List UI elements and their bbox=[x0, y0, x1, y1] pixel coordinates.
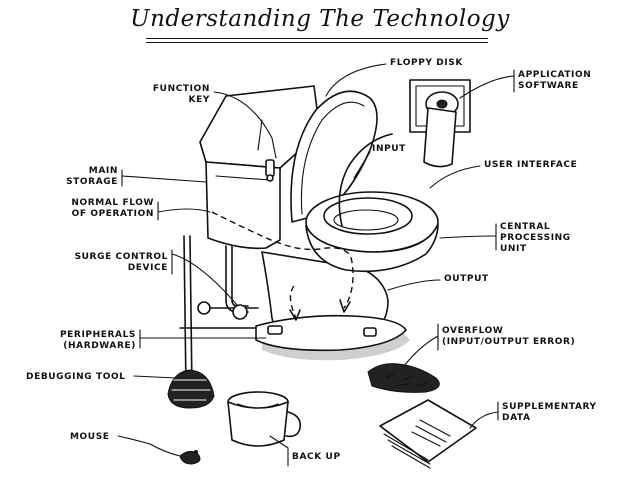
label-application-software-line2: SOFTWARE bbox=[518, 81, 579, 91]
label-function-key-line1: FUNCTION bbox=[152, 84, 210, 94]
label-overflow-line1: OVERFLOW bbox=[442, 326, 504, 336]
label-surge-control-line2: DEVICE bbox=[127, 263, 168, 273]
bolt-cap-right bbox=[363, 327, 377, 337]
seat-lid bbox=[290, 90, 378, 223]
valve-knob bbox=[232, 304, 248, 320]
label-main-storage-line2: STORAGE bbox=[66, 177, 118, 187]
label-debugging-tool: DEBUGGING TOOL bbox=[26, 372, 126, 382]
flow-path bbox=[211, 211, 354, 309]
label-cpu-line1: CENTRAL bbox=[500, 222, 551, 232]
label-surge-control-line1: SURGE CONTROL bbox=[74, 252, 168, 262]
leader-function-key bbox=[213, 91, 277, 159]
leader-input bbox=[353, 151, 371, 179]
label-supplementary-data: SUPPLEMENTARY DATA bbox=[502, 402, 597, 424]
label-overflow: OVERFLOW (INPUT/OUTPUT ERROR) bbox=[442, 326, 575, 348]
label-application-software-line1: APPLICATION bbox=[518, 70, 592, 80]
label-back-up: BACK UP bbox=[292, 452, 341, 462]
bolt-cap-left bbox=[267, 325, 283, 335]
leader-supplementary-data bbox=[469, 411, 499, 429]
diagram-title: Understanding The Technology bbox=[130, 6, 510, 32]
newspaper bbox=[379, 399, 477, 463]
leader-normal-flow bbox=[157, 208, 211, 213]
label-normal-flow-line1: NORMAL FLOW bbox=[71, 198, 154, 208]
leader-cpu bbox=[439, 235, 497, 239]
label-peripherals: PERIPHERALS (HARDWARE) bbox=[30, 330, 136, 352]
label-main-storage-line1: MAIN bbox=[88, 166, 118, 176]
leader-back-up bbox=[269, 435, 289, 449]
label-supplementary-data-line2: DATA bbox=[502, 413, 531, 423]
leader-surge-control bbox=[171, 253, 239, 307]
label-cpu: CENTRAL PROCESSING UNIT bbox=[500, 222, 571, 255]
title-underline bbox=[146, 38, 488, 39]
title-underline-2 bbox=[146, 42, 488, 43]
plunger-handle bbox=[183, 235, 187, 391]
label-supplementary-data-line1: SUPPLEMENTARY bbox=[502, 402, 597, 412]
leader-overflow bbox=[403, 335, 439, 367]
leader-floppy-disk bbox=[325, 63, 387, 97]
label-normal-flow-line2: OF OPERATION bbox=[71, 209, 154, 219]
input-swirl bbox=[338, 133, 393, 227]
label-overflow-line2: (INPUT/OUTPUT ERROR) bbox=[442, 337, 576, 347]
label-user-interface: USER INTERFACE bbox=[484, 160, 578, 170]
label-cpu-line2: PROCESSING bbox=[500, 233, 571, 243]
label-output: OUTPUT bbox=[444, 274, 489, 284]
flush-handle bbox=[265, 159, 275, 177]
label-normal-flow: NORMAL FLOW OF OPERATION bbox=[40, 198, 154, 220]
leader-mouse bbox=[117, 435, 151, 445]
plunger-cup bbox=[167, 369, 215, 409]
label-peripherals-line2: (HARDWARE) bbox=[63, 341, 136, 351]
leader-application-software bbox=[459, 75, 515, 99]
mug-body bbox=[227, 401, 289, 447]
leader-main-storage bbox=[121, 175, 207, 183]
bowl-opening bbox=[323, 197, 413, 235]
leader-user-interface bbox=[429, 165, 481, 189]
label-function-key-line2: KEY bbox=[188, 95, 210, 105]
label-main-storage: MAIN STORAGE bbox=[40, 166, 118, 188]
leader-output bbox=[387, 279, 441, 291]
valve-knob-left bbox=[197, 301, 211, 315]
tank-body bbox=[205, 161, 281, 250]
base-plate bbox=[255, 314, 407, 352]
supply-pipe bbox=[225, 245, 249, 313]
leader-debugging-tool bbox=[133, 375, 177, 379]
label-application-software: APPLICATION SOFTWARE bbox=[518, 70, 591, 92]
mouse-body bbox=[179, 450, 201, 465]
label-surge-control: SURGE CONTROL DEVICE bbox=[40, 252, 168, 274]
label-cpu-line3: UNIT bbox=[500, 244, 527, 254]
label-mouse: MOUSE bbox=[70, 432, 110, 442]
label-input: INPUT bbox=[372, 144, 406, 154]
overflow-puddle bbox=[367, 363, 440, 393]
bowl-front bbox=[305, 223, 439, 273]
label-peripherals-line1: PERIPHERALS bbox=[59, 330, 136, 340]
paper-sheet bbox=[423, 107, 457, 168]
mug-handle bbox=[285, 411, 302, 438]
label-function-key: FUNCTION KEY bbox=[140, 84, 210, 106]
label-floppy-disk: FLOPPY DISK bbox=[390, 58, 463, 68]
